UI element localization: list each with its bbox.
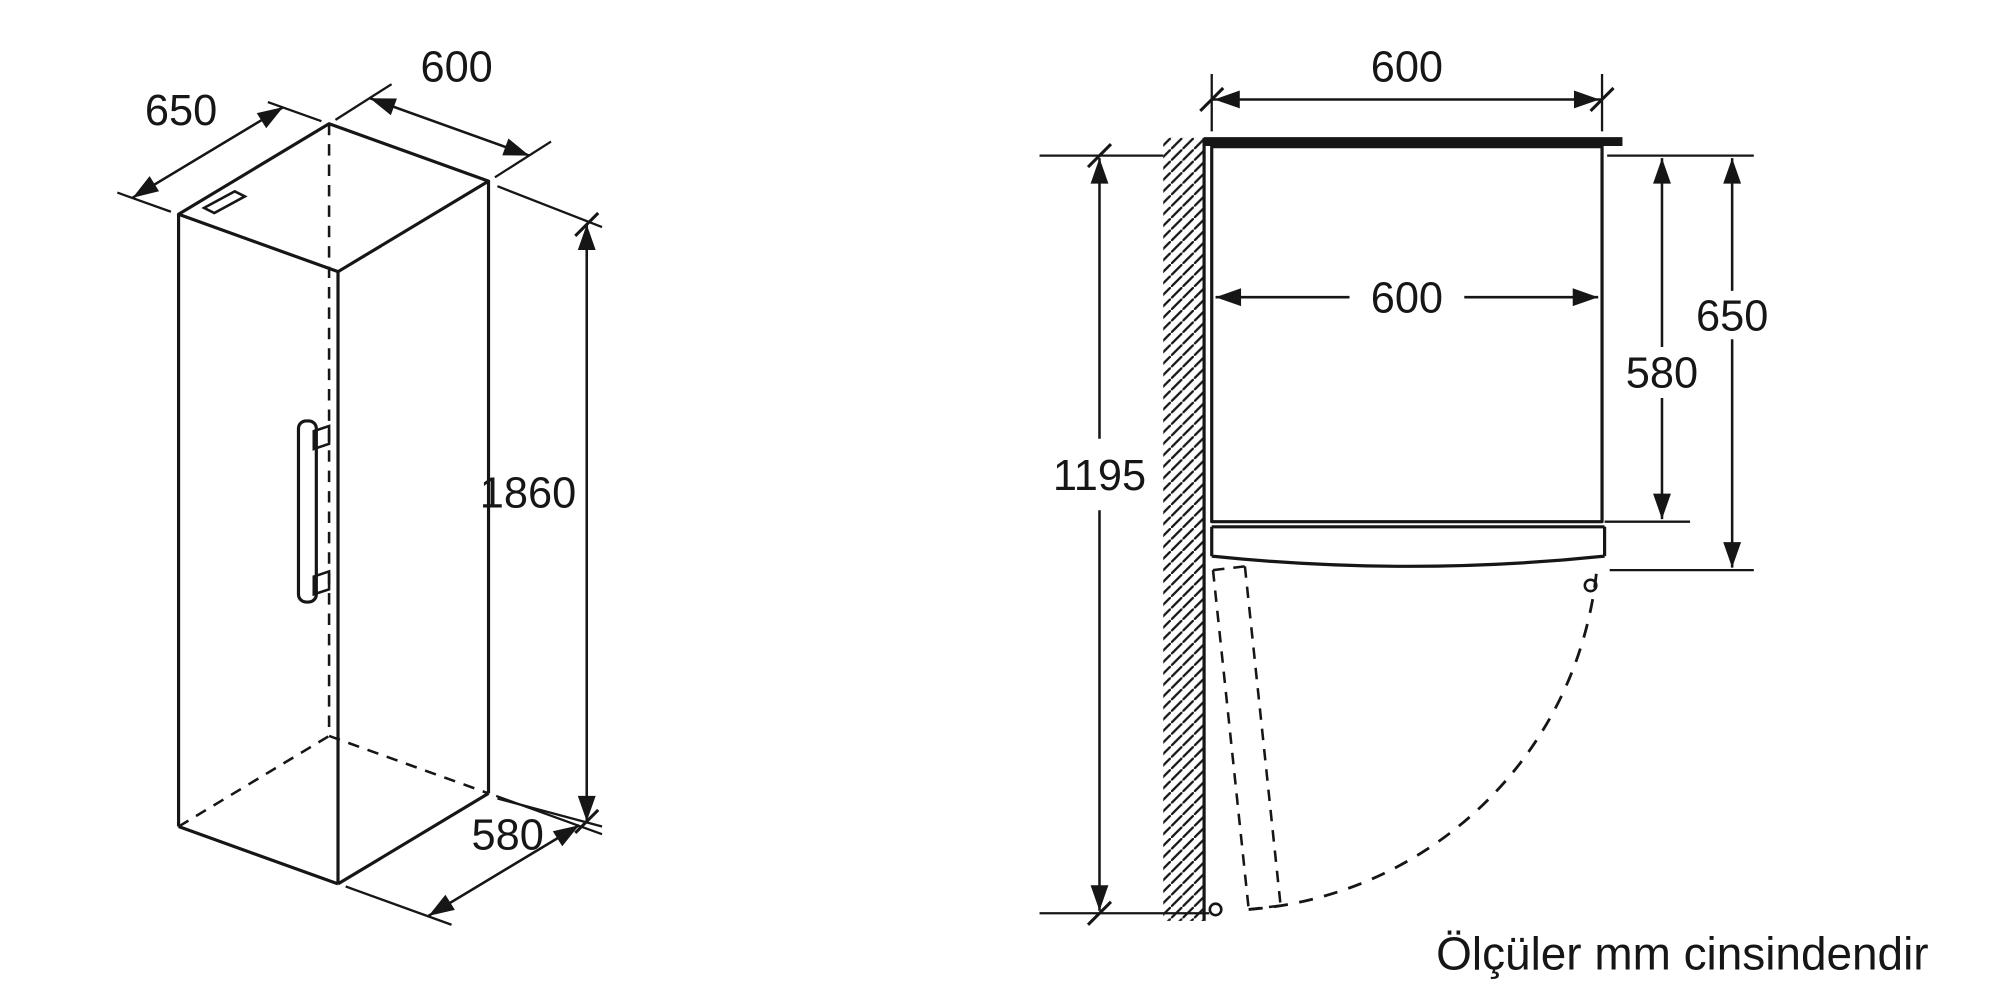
wall-hatching — [1163, 137, 1205, 921]
top-hinge-plate — [201, 189, 248, 215]
cabinet-hidden-edges — [177, 123, 489, 828]
units-note: Ölçüler mm cinsindendir — [1436, 927, 1928, 979]
bottom-depth-label: 580 — [471, 811, 543, 859]
door-open-swing — [1208, 565, 1599, 917]
total-depth-label: 650 — [1696, 292, 1768, 340]
door-swing-arc — [1248, 567, 1599, 911]
door-closed — [1210, 525, 1607, 593]
dim-outer-width-600: 600 — [1199, 44, 1615, 132]
door-handle-closed-marker — [1583, 578, 1598, 593]
dim-depth-650: 650 — [116, 87, 322, 213]
inner-width-label: 600 — [1371, 275, 1443, 323]
dim-height-1860: 1860 — [480, 185, 603, 834]
isometric-view: 650 600 1860 58 — [116, 44, 603, 926]
cabinet-depth-label: 580 — [1626, 350, 1698, 398]
top-view: 600 600 1195 — [1039, 44, 1768, 926]
cabinet-outline — [176, 122, 491, 886]
dim-door-open-1195: 1195 — [1039, 143, 1210, 926]
side-wall — [1163, 137, 1206, 921]
dim-bottom-depth-580: 580 — [345, 794, 603, 926]
dim-total-depth-650: 650 — [1609, 158, 1768, 572]
width-label: 600 — [420, 44, 492, 92]
door-handle — [296, 419, 331, 604]
depth-label: 650 — [145, 87, 217, 135]
cabinet-body — [1210, 145, 1604, 524]
dim-cabinet-depth-580: 580 — [1604, 158, 1698, 523]
height-label: 1860 — [480, 470, 576, 518]
dim-inner-width-600: 600 — [1215, 275, 1599, 323]
outer-width-label: 600 — [1371, 44, 1443, 92]
dim-width-600: 600 — [334, 44, 552, 179]
door-handle-open-marker — [1208, 902, 1223, 917]
door-open-depth-label: 1195 — [1053, 452, 1146, 500]
